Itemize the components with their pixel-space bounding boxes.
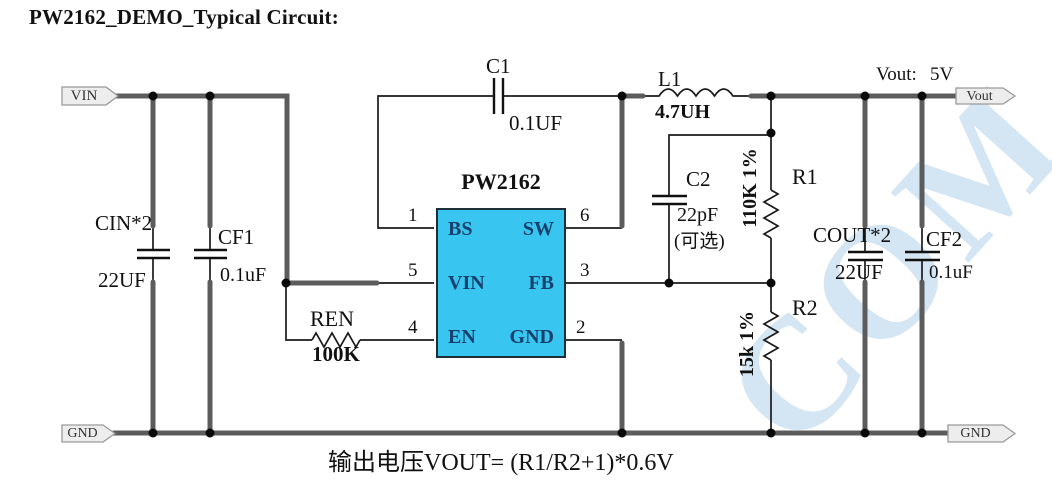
- capacitor-cf2-plates: [905, 250, 940, 262]
- ren-value: 100K: [312, 342, 360, 366]
- resistor-ren-zigzag: [311, 331, 361, 349]
- resistor-r2-zigzag: [762, 311, 780, 361]
- pin-number-6: 6: [580, 205, 590, 226]
- trace-vin-rail: [111, 93, 290, 284]
- r1-value: 110K 1%: [739, 148, 761, 228]
- capacitor-c2-plates: [652, 194, 687, 206]
- ic-pin-label-sw: SW: [522, 218, 554, 240]
- pin-number-1: 1: [408, 205, 418, 226]
- cf2-designator: CF2: [926, 227, 963, 251]
- junction-dots: [148, 91, 927, 438]
- tag-gnd-left-label: GND: [67, 426, 98, 441]
- c1-value: 0.1UF: [509, 111, 563, 135]
- r2-value: 15k 1%: [736, 310, 758, 378]
- c2-designator: C2: [686, 167, 711, 191]
- pin-number-3: 3: [580, 260, 590, 281]
- c1-designator: C1: [486, 54, 511, 78]
- cf1-value: 0.1uF: [220, 264, 267, 286]
- l1-value: 4.7UH: [655, 101, 710, 123]
- ic-pin-label-fb: FB: [528, 272, 554, 294]
- output-voltage-formula: 输出电压VOUT= (R1/R2+1)*0.6V: [328, 450, 674, 476]
- ic-body: BS SW VIN FB EN GND: [436, 208, 566, 358]
- cout-value: 22UF: [835, 260, 883, 284]
- wire-bs-loop: [377, 95, 493, 229]
- cf2-value: 0.1uF: [929, 262, 973, 283]
- l1-designator: L1: [658, 67, 682, 91]
- ic-pin-label-bs: BS: [448, 218, 473, 240]
- cout-designator: COUT*2: [813, 223, 892, 247]
- pin-number-2: 2: [576, 317, 586, 338]
- page-title: PW2162_DEMO_Typical Circuit:: [29, 5, 339, 29]
- tag-vout-label: Vout: [966, 89, 993, 104]
- capacitor-c1-plates: [492, 78, 505, 114]
- tag-gnd-right-label: GND: [960, 426, 991, 441]
- cin-value: 22UF: [98, 268, 146, 292]
- ren-designator: REN: [310, 306, 354, 331]
- capacitor-cout-plates: [848, 250, 883, 262]
- r1-designator: R1: [792, 164, 818, 189]
- tag-vin-label: VIN: [70, 88, 98, 104]
- pin-number-4: 4: [408, 317, 418, 338]
- ic-pin-label-gnd: GND: [509, 326, 554, 348]
- wire-c2-top: [668, 134, 771, 196]
- tag-vin-shape: [61, 86, 120, 106]
- capacitor-cf1-plates: [194, 248, 227, 260]
- c2-value: 22pF: [677, 204, 719, 226]
- r2-designator: R2: [792, 295, 818, 320]
- inductor-l1-coil: [643, 88, 751, 98]
- tag-gnd-left-shape: [61, 424, 117, 443]
- capacitor-cin-plates: [137, 248, 170, 260]
- tag-gnd-right-shape: [947, 424, 1017, 443]
- resistor-r1-zigzag: [762, 189, 780, 239]
- vout-voltage-label: Vout:: [876, 64, 917, 85]
- ic-part-number: PW2162: [461, 169, 541, 194]
- cin-designator: CIN*2: [95, 211, 153, 235]
- tag-vout-shape: [955, 87, 1017, 105]
- c2-optional-note: (可选): [674, 231, 725, 252]
- ic-pin-label-vin: VIN: [448, 272, 485, 294]
- pin-number-5: 5: [408, 260, 418, 281]
- wire-en-branch: [285, 283, 312, 341]
- ic-pin-label-en: EN: [448, 326, 476, 348]
- vout-voltage-value: 5V: [930, 64, 954, 85]
- cf1-designator: CF1: [218, 225, 255, 249]
